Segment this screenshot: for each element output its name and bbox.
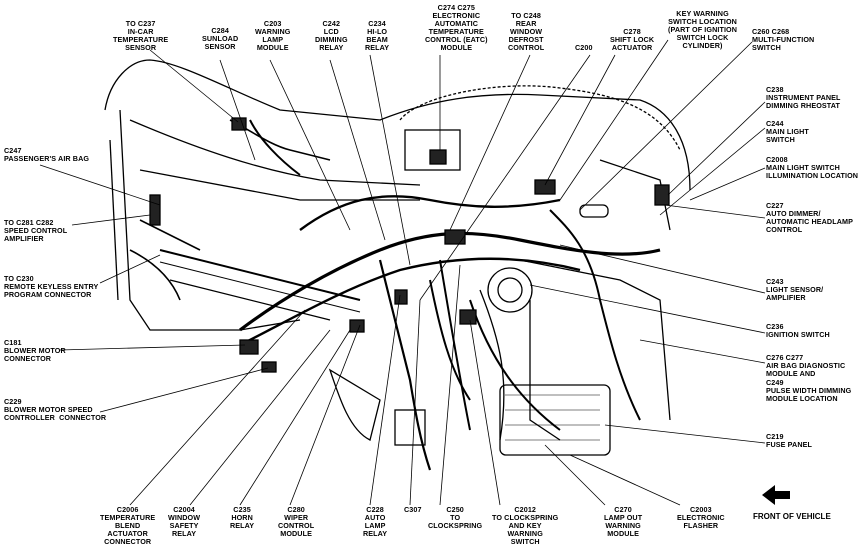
label-c276: C276 C277 AIR BAG DIAGNOSTIC MODULE AND bbox=[766, 353, 846, 378]
label-c307: C307 bbox=[404, 505, 422, 514]
label-c2008: C2008 MAIN LIGHT SWITCH ILLUMINATION LOC… bbox=[766, 155, 859, 180]
label-c228: C228 AUTO LAMP RELAY bbox=[363, 505, 388, 538]
label-c2004: C2004 WINDOW SAFETY RELAY bbox=[168, 505, 201, 538]
label-c242: C242 LCD DIMMING RELAY bbox=[315, 19, 348, 52]
label-c244: C244 MAIN LIGHT SWITCH bbox=[766, 119, 809, 144]
label-c181: C181 BLOWER MOTOR CONNECTOR bbox=[4, 338, 66, 363]
label-c227: C227 AUTO DIMMER/ AUTOMATIC HEADLAMP CON… bbox=[766, 201, 853, 234]
label-keywarn: KEY WARNING SWITCH LOCATION (PART OF IGN… bbox=[668, 9, 738, 50]
label-front-of-vehicle: FRONT OF VEHICLE bbox=[753, 512, 831, 521]
label-c219: C219 FUSE PANEL bbox=[766, 432, 812, 449]
label-c2012: C2012 TO CLOCKSPRING AND KEY WARNING SWI… bbox=[492, 505, 559, 546]
label-c274: C274 C275 ELECTRONIC AUTOMATIC TEMPERATU… bbox=[425, 3, 488, 52]
label-c203: C203 WARNING LAMP MODULE bbox=[255, 19, 291, 52]
label-c280: C280 WIPER CONTROL MODULE bbox=[278, 505, 315, 538]
label-c243: C243 LIGHT SENSOR/ AMPLIFIER bbox=[766, 277, 824, 302]
leader-lines bbox=[39, 39, 766, 506]
label-c235: C235 HORN RELAY bbox=[230, 505, 255, 530]
label-c236: C236 IGNITION SWITCH bbox=[766, 322, 830, 339]
label-c234: C234 HI-LO BEAM RELAY bbox=[365, 19, 390, 52]
front-arrow-icon bbox=[762, 485, 790, 505]
dashboard-outline bbox=[104, 59, 691, 471]
label-c260: C260 C268 MULTI-FUNCTION SWITCH bbox=[752, 27, 815, 52]
label-c281: TO C281 C282 SPEED CONTROL AMPLIFIER bbox=[4, 218, 68, 243]
label-c200: C200 bbox=[575, 43, 593, 52]
label-c238: C238 INSTRUMENT PANEL DIMMING RHEOSTAT bbox=[766, 85, 841, 110]
label-c2003: C2003 ELECTRONIC FLASHER bbox=[677, 505, 725, 530]
label-c237: TO C237 IN-CAR TEMPERATURE SENSOR bbox=[113, 19, 169, 52]
label-c230: TO C230 REMOTE KEYLESS ENTRY PROGRAM CON… bbox=[4, 274, 99, 299]
label-c270: C270 LAMP OUT WARNING MODULE bbox=[604, 505, 643, 538]
label-c2006: C2006 TEMPERATURE BLEND ACTUATOR CONNECT… bbox=[100, 505, 156, 546]
label-c229: C229 BLOWER MOTOR SPEED CONTROLLER CONNE… bbox=[4, 397, 107, 422]
label-c250: C250 TO CLOCKSPRING bbox=[428, 505, 483, 530]
label-c249: C249 PULSE WIDTH DIMMING MODULE LOCATION bbox=[766, 378, 852, 403]
label-c278: C278 SHIFT LOCK ACTUATOR bbox=[610, 27, 655, 52]
label-c248: TO C248 REAR WINDOW DEFROST CONTROL bbox=[508, 11, 545, 52]
label-c247: C247 PASSENGER'S AIR BAG bbox=[4, 146, 90, 163]
label-c284: C284 SUNLOAD SENSOR bbox=[202, 26, 239, 51]
